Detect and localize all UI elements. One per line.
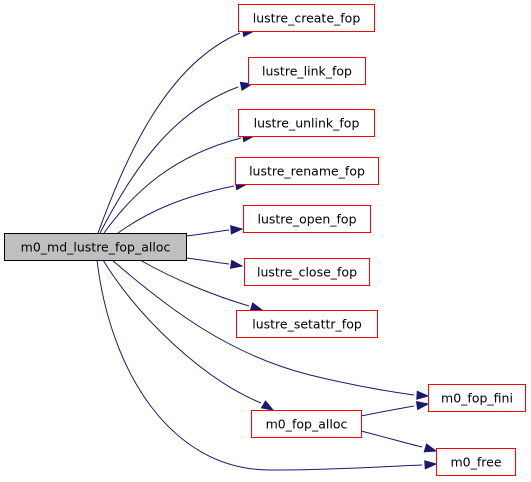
node-m0_free[interactable]: m0_free: [436, 448, 516, 476]
edge-line: [185, 229, 230, 237]
edge-m0_md_lustre_fop_alloc-to-m0_fop_fini: [111, 259, 430, 400]
node-label: m0_fop_alloc: [266, 417, 348, 432]
node-box: [428, 384, 526, 412]
edge-arrowhead: [249, 302, 264, 312]
node-box: [251, 410, 362, 438]
node-label: lustre_close_fop: [257, 265, 357, 280]
nodes-layer: m0_md_lustre_fop_alloc lustre_create_fopl…: [4, 4, 526, 476]
node-lustre_close_fop[interactable]: lustre_close_fop: [244, 258, 370, 286]
node-lustre_rename_fop[interactable]: lustre_rename_fop: [235, 157, 379, 185]
node-label: lustre_open_fop: [257, 212, 356, 227]
node-box: [238, 109, 375, 137]
edge-arrowhead: [424, 460, 438, 470]
edge-m0_fop_alloc-to-m0_fop_fini: [360, 400, 430, 417]
node-label: m0_fop_fini: [441, 391, 513, 406]
edge-m0_md_lustre_fop_alloc-to-lustre_rename_fop: [117, 181, 249, 234]
root-node-m0_md_lustre_fop_alloc: m0_md_lustre_fop_alloc: [4, 233, 187, 261]
edge-arrowhead: [229, 259, 244, 269]
node-box: [236, 310, 378, 338]
node-box: [243, 205, 371, 233]
node-m0_fop_alloc[interactable]: m0_fop_alloc: [251, 410, 362, 438]
edge-line: [103, 137, 242, 234]
edge-line: [360, 430, 423, 448]
edge-line: [185, 257, 230, 265]
edge-line: [99, 86, 239, 234]
node-lustre_open_fop[interactable]: lustre_open_fop: [243, 205, 371, 233]
edge-arrowhead: [423, 443, 438, 453]
edge-arrowhead: [230, 225, 244, 235]
edge-m0_md_lustre_fop_alloc-to-lustre_close_fop: [185, 257, 244, 269]
edge-line: [111, 259, 415, 396]
node-box: [235, 157, 379, 185]
edge-line: [139, 259, 250, 307]
edge-arrowhead: [260, 400, 275, 411]
edge-m0_md_lustre_fop_alloc-to-lustre_link_fop: [99, 81, 254, 234]
edge-m0_fop_alloc-to-m0_free: [360, 430, 438, 453]
edge-arrowhead: [415, 400, 430, 411]
node-m0_fop_fini[interactable]: m0_fop_fini: [428, 384, 526, 412]
node-box: [238, 4, 375, 32]
edge-m0_md_lustre_fop_alloc-to-lustre_unlink_fop: [103, 133, 256, 234]
edge-m0_md_lustre_fop_alloc-to-m0_fop_alloc: [102, 259, 275, 411]
node-label: m0_md_lustre_fop_alloc: [21, 240, 171, 255]
node-box: [248, 57, 366, 85]
edge-line: [96, 259, 423, 471]
node-box: [436, 448, 516, 476]
node-label: lustre_setattr_fop: [252, 317, 362, 332]
node-label: lustre_create_fop: [253, 11, 361, 26]
edge-line: [97, 32, 241, 234]
node-lustre_setattr_fop[interactable]: lustre_setattr_fop: [236, 310, 378, 338]
edge-m0_md_lustre_fop_alloc-to-lustre_open_fop: [185, 225, 244, 237]
node-label: lustre_rename_fop: [249, 164, 365, 179]
edge-arrowhead: [416, 390, 430, 400]
node-lustre_link_fop[interactable]: lustre_link_fop: [248, 57, 366, 85]
edge-line: [117, 185, 235, 234]
node-box: [244, 258, 370, 286]
edge-line: [102, 259, 262, 404]
node-lustre_create_fop[interactable]: lustre_create_fop: [238, 4, 375, 32]
node-label: lustre_unlink_fop: [254, 116, 360, 131]
edge-m0_md_lustre_fop_alloc-to-lustre_setattr_fop: [139, 259, 264, 312]
edge-m0_md_lustre_fop_alloc-to-m0_free: [96, 259, 438, 471]
node-label: m0_free: [450, 455, 501, 470]
edge-line: [360, 405, 415, 417]
node-lustre_unlink_fop[interactable]: lustre_unlink_fop: [238, 109, 375, 137]
node-box: [4, 233, 187, 261]
node-label: lustre_link_fop: [262, 64, 352, 79]
